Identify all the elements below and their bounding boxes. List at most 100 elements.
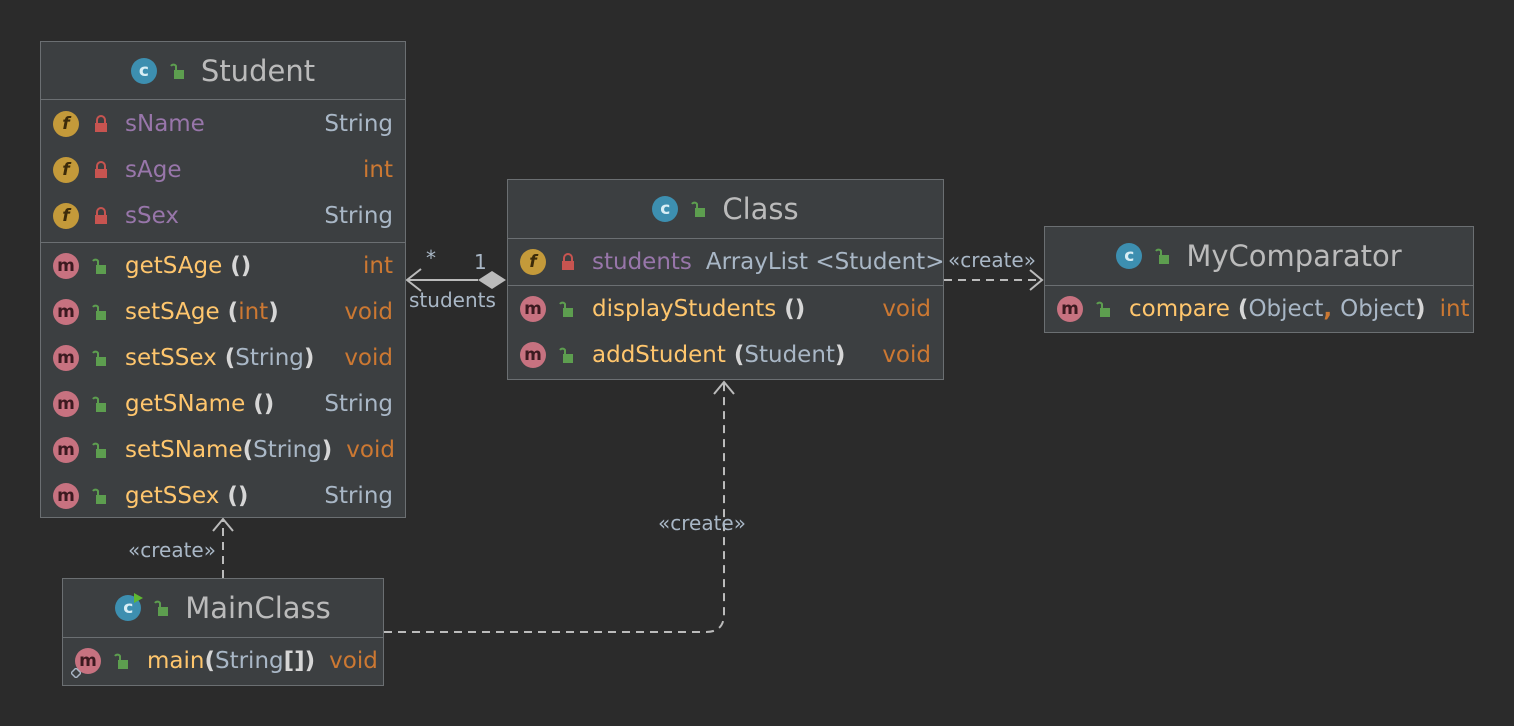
method-row[interactable]: m setSName(String) void [41, 427, 405, 473]
static-method-icon: m [71, 648, 101, 678]
field-row[interactable]: f sAge int [41, 147, 405, 193]
class-name: MainClass [185, 591, 331, 625]
method-row[interactable]: m getSAge () int [41, 243, 405, 289]
method-row[interactable]: m addStudent (Student) void [508, 332, 943, 378]
method-name: setSSex [125, 345, 217, 371]
class-icon: c [652, 196, 679, 222]
dependency-edge-class [384, 380, 735, 633]
method-icon: m [520, 296, 546, 322]
method-name: compare [1129, 296, 1230, 322]
methods-section: m main(String[]) void [63, 638, 383, 684]
field-icon: f [520, 249, 546, 275]
field-type: String [324, 111, 393, 137]
fields-section: f students ArrayList <Student> [508, 239, 944, 286]
class-name: MyComparator [1186, 239, 1402, 273]
open-lock-icon [1154, 246, 1174, 266]
open-lock-icon [1095, 299, 1115, 319]
fields-section: f sName String f sAge int f sSex String [41, 100, 405, 243]
method-row[interactable]: m setSSex (String) void [41, 335, 405, 381]
locked-icon [558, 252, 578, 272]
field-icon: f [53, 157, 79, 183]
method-icon: m [53, 483, 79, 509]
method-params: int [238, 299, 269, 325]
method-params: Student [744, 342, 835, 368]
method-icon: m [520, 342, 546, 368]
locked-icon [91, 160, 111, 180]
class-class-box[interactable]: c Class f students ArrayList <Student> m… [507, 179, 944, 380]
role-label: students [409, 288, 496, 312]
method-row[interactable]: m compare (Object, Object) int [1045, 286, 1473, 332]
field-type: int [363, 157, 393, 183]
field-row[interactable]: f students ArrayList <Student> [508, 239, 944, 285]
open-lock-icon [91, 302, 111, 322]
method-name: displayStudents [592, 296, 777, 322]
open-lock-icon [153, 598, 173, 618]
method-name: setSName [125, 437, 243, 463]
field-type: String [324, 203, 393, 229]
field-icon: f [53, 203, 79, 229]
method-row[interactable]: m displayStudents () void [508, 286, 943, 332]
field-name: sName [125, 111, 205, 137]
class-header: c MainClass [63, 579, 383, 638]
class-icon: c [1116, 243, 1143, 269]
return-type: int [363, 253, 393, 279]
mycomparator-class-box[interactable]: c MyComparator m compare (Object, Object… [1044, 226, 1474, 333]
methods-section: m compare (Object, Object) int [1045, 286, 1473, 332]
method-row[interactable]: m main(String[]) void [63, 638, 383, 684]
methods-section: m displayStudents () void m addStudent (… [508, 286, 943, 378]
return-type: String [324, 483, 393, 509]
field-name: students [592, 249, 692, 275]
open-lock-icon [690, 199, 710, 219]
method-param: Object [1340, 296, 1416, 322]
return-type: String [324, 391, 393, 417]
locked-icon [91, 114, 111, 134]
field-row[interactable]: f sName String [41, 101, 405, 147]
open-lock-icon [113, 651, 133, 671]
class-icon: c [130, 57, 157, 84]
create-label-class: «create» [658, 511, 746, 535]
aggregation-edge [405, 268, 478, 292]
method-icon: m [53, 391, 79, 417]
class-header: c MyComparator [1045, 227, 1473, 286]
method-icon: m [53, 437, 79, 463]
method-icon: m [53, 253, 79, 279]
return-type: void [346, 437, 395, 463]
return-type: void [344, 299, 393, 325]
return-type: void [882, 296, 931, 322]
dependency-edge-comparator [944, 269, 1044, 291]
open-lock-icon [91, 256, 111, 276]
class-name: Class [722, 192, 799, 226]
method-params: String [253, 437, 322, 463]
method-icon: m [53, 299, 79, 325]
student-class-box[interactable]: c Student f sName String f sAge int f sS… [40, 41, 406, 518]
field-row[interactable]: f sSex String [41, 193, 405, 239]
method-name: getSName [125, 391, 246, 417]
locked-icon [91, 206, 111, 226]
aggregation-diamond [478, 271, 506, 289]
method-name: setSAge [125, 299, 220, 325]
method-param: Object [1248, 296, 1324, 322]
return-type: int [1439, 296, 1470, 322]
class-header: c Class [508, 180, 943, 239]
method-name: main [147, 648, 205, 674]
field-icon: f [53, 111, 79, 137]
method-row[interactable]: m getSName () String [41, 381, 405, 427]
multiplicity-many: * [426, 246, 436, 270]
open-lock-icon [169, 61, 189, 81]
method-params: String [214, 648, 284, 674]
create-label-student: «create» [128, 538, 216, 562]
method-row[interactable]: m setSAge (int) void [41, 289, 405, 335]
open-lock-icon [558, 345, 578, 365]
mainclass-class-box[interactable]: c MainClass m main(String[]) void [62, 578, 384, 686]
method-icon: m [1057, 296, 1083, 322]
field-name: sAge [125, 157, 182, 183]
method-row[interactable]: m getSSex () String [41, 473, 405, 519]
methods-section: m getSAge () int m setSAge (int) void m … [41, 243, 405, 519]
return-type: void [344, 345, 393, 371]
field-name: sSex [125, 203, 179, 229]
open-lock-icon [91, 394, 111, 414]
method-params: String [235, 345, 304, 371]
multiplicity-one: 1 [474, 250, 487, 274]
class-header: c Student [41, 42, 405, 100]
